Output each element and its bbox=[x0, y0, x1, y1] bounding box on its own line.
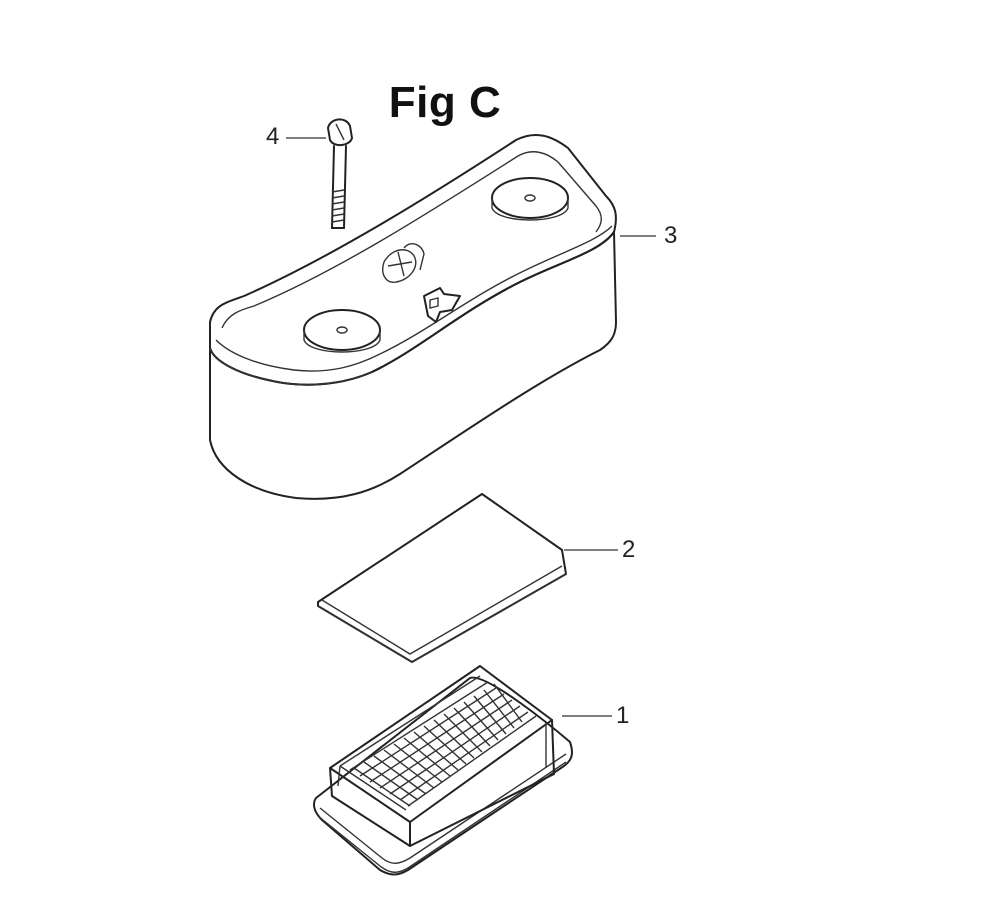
callout-2: 2 bbox=[622, 536, 636, 563]
callout-4: 4 bbox=[266, 123, 280, 150]
leader-lines bbox=[286, 137, 656, 717]
air-cleaner-cover-part bbox=[209, 133, 617, 500]
pre-filter-foam-part bbox=[317, 493, 567, 663]
figure-title: Fig C bbox=[388, 78, 502, 127]
wing-bolt-part bbox=[327, 118, 353, 229]
callout-3: 3 bbox=[664, 222, 678, 249]
callout-1: 1 bbox=[616, 702, 630, 729]
air-filter-element-part bbox=[313, 665, 573, 876]
